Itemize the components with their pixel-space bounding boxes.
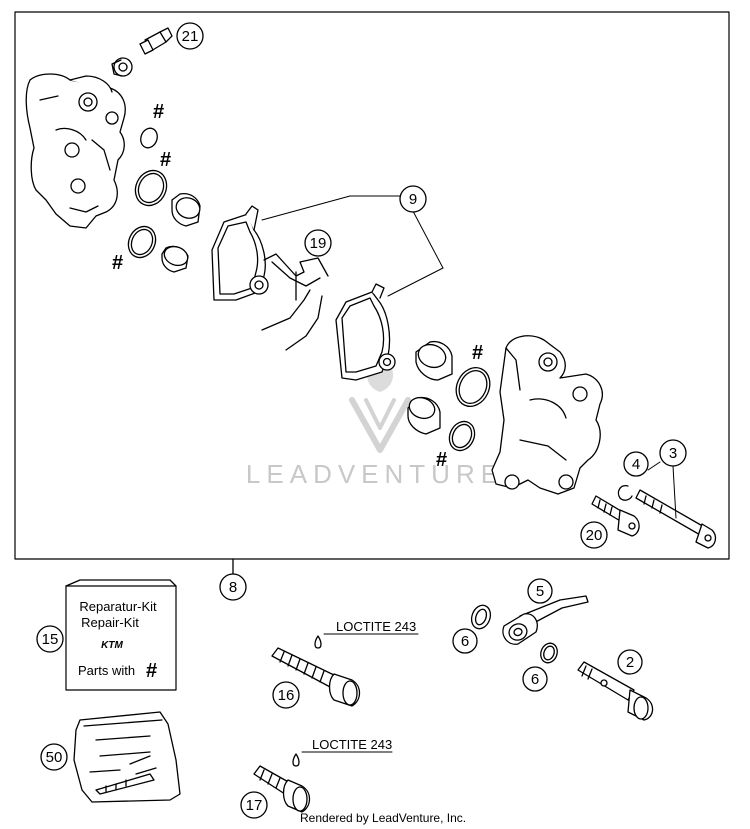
pistons-left: [161, 192, 201, 273]
repair-kit-box: [65, 585, 177, 691]
repair-bag: [73, 711, 181, 803]
repair-kit-flap: [65, 579, 177, 587]
callout-8[interactable]: 8: [219, 573, 247, 601]
callout-19-label: 19: [310, 235, 327, 252]
callout-2-label: 2: [626, 654, 634, 671]
callout-20[interactable]: 20: [580, 521, 608, 549]
brake-pad-left: [211, 205, 269, 301]
callout-6-lower[interactable]: 6: [522, 666, 548, 692]
callout-3[interactable]: 3: [659, 439, 687, 467]
guide-pin-long: [635, 489, 717, 549]
brake-line-fitting: [502, 595, 589, 645]
callout-2[interactable]: 2: [617, 649, 643, 675]
pad-spring: [261, 253, 329, 351]
caliper-half-left: [25, 73, 126, 229]
brake-pad-right: [335, 283, 396, 381]
repair-kit-line1: Reparatur-Kit: [79, 599, 157, 614]
retaining-clip: [617, 485, 633, 501]
callout-5[interactable]: 5: [527, 578, 553, 604]
callout-17[interactable]: 17: [240, 791, 268, 819]
loctite-label-1: LOCTITE 243: [336, 619, 416, 634]
guide-pin-short: [591, 495, 640, 537]
caliper-assembly-frame: [14, 11, 730, 560]
footer-credit: Rendered by LeadVenture, Inc.: [300, 811, 467, 825]
callout-17-label: 17: [246, 797, 263, 814]
callout-19[interactable]: 19: [304, 229, 332, 257]
callout-15-label: 15: [42, 631, 59, 648]
callout-3-label: 3: [669, 445, 677, 462]
bolt-16: [271, 647, 361, 707]
callout-6-lower-label: 6: [531, 671, 539, 688]
callout-21-label: 21: [182, 28, 199, 45]
callout-16[interactable]: 16: [272, 681, 300, 709]
callout-50-label: 50: [46, 749, 63, 766]
callout-20-label: 20: [586, 527, 603, 544]
bleeder-screw: [111, 27, 173, 77]
callout-6-upper[interactable]: 6: [452, 628, 478, 654]
hash-mark-4: #: [472, 342, 484, 364]
callout-9[interactable]: 9: [399, 185, 427, 213]
callout-16-label: 16: [278, 687, 295, 704]
loctite-drop-2: [292, 753, 300, 767]
hash-mark-3: #: [112, 252, 124, 274]
loctite-drop-1: [314, 635, 322, 649]
repair-kit-hash: #: [146, 660, 157, 682]
pistons-right: [407, 340, 453, 435]
banjo-bolt: [577, 661, 654, 721]
hash-mark-1: #: [153, 101, 165, 123]
seals-left: [127, 127, 168, 259]
seals-right: [448, 367, 491, 452]
callout-4[interactable]: 4: [623, 451, 649, 477]
hash-mark-5: #: [436, 449, 448, 471]
callout-50[interactable]: 50: [40, 743, 68, 771]
bolt-17: [253, 765, 311, 813]
sealing-washers: [470, 604, 558, 664]
caliper-half-right: [491, 335, 603, 495]
callout-6-upper-label: 6: [461, 633, 469, 650]
callout-8-label: 8: [229, 579, 237, 596]
repair-kit-line2: Repair-Kit: [81, 615, 139, 630]
loctite-label-2: LOCTITE 243: [312, 737, 392, 752]
callout-21[interactable]: 21: [176, 22, 204, 50]
callout-15[interactable]: 15: [36, 625, 64, 653]
repair-kit-line3: Parts with: [78, 663, 135, 678]
watermark-text: LEADVENTURE: [246, 459, 504, 489]
ktm-logo: KTM: [101, 640, 123, 651]
hash-mark-2: #: [160, 149, 172, 171]
callout-4-label: 4: [632, 456, 640, 473]
callout-9-label: 9: [409, 191, 417, 208]
callout-5-label: 5: [536, 583, 544, 600]
